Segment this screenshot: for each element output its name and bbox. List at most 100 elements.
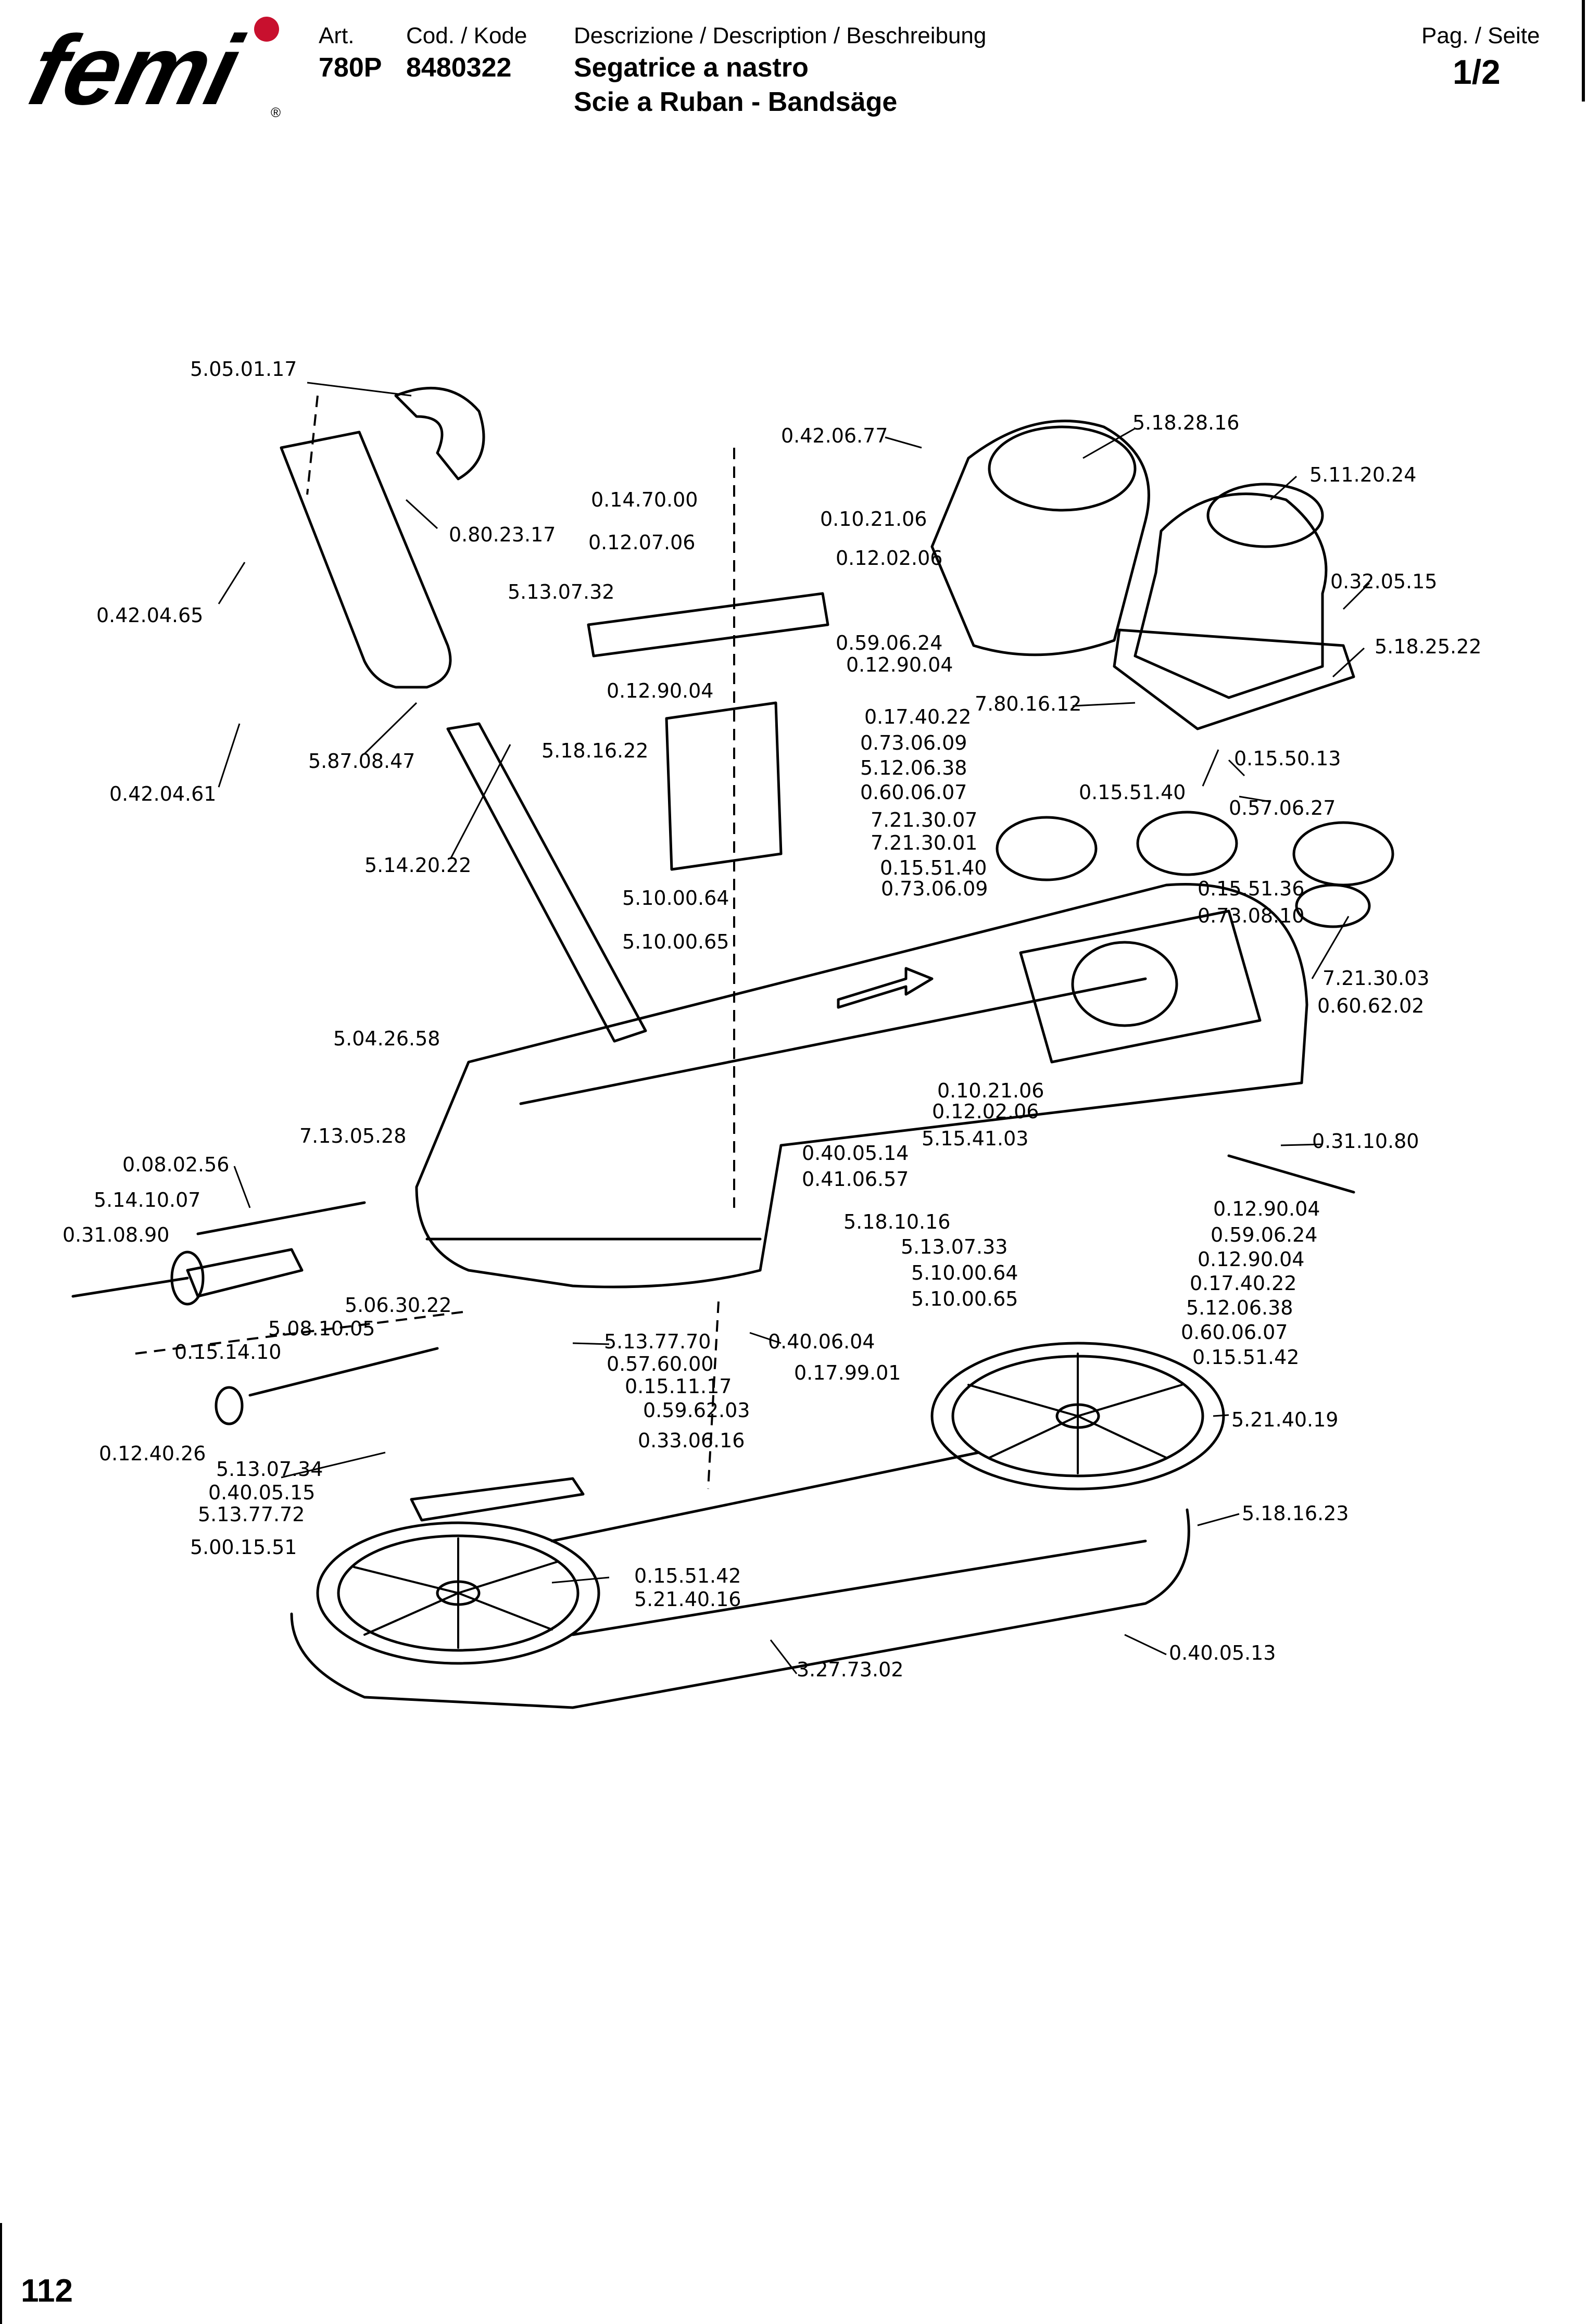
return-spring [248, 1347, 439, 1397]
part-number-label: 0.59.62.03 [643, 1399, 750, 1422]
part-number-label: 0.33.06.16 [638, 1429, 745, 1452]
part-number-label: 3.27.73.02 [797, 1658, 903, 1681]
part-number-label: 5.05.01.17 [190, 358, 297, 381]
column-tube [446, 722, 647, 1043]
part-number-label: 0.42.04.61 [109, 782, 216, 805]
part-number-label: 0.12.02.06 [932, 1100, 1039, 1123]
part-number-label: 5.21.40.16 [634, 1588, 741, 1611]
part-number-label: 5.13.07.33 [901, 1235, 1007, 1258]
part-number-label: 5.12.06.38 [1186, 1296, 1293, 1319]
part-number-label: 5.11.20.24 [1309, 463, 1416, 486]
part-number-label: 5.06.30.22 [345, 1294, 451, 1317]
part-number-label: 7.21.30.03 [1322, 967, 1429, 990]
part-number-label: 0.42.04.65 [96, 604, 203, 627]
part-number-label: 0.10.21.06 [937, 1079, 1044, 1102]
title-french-german: Scie a Ruban - Bandsäge [574, 87, 898, 117]
part-number-label: 0.15.51.36 [1198, 877, 1304, 900]
part-number-label: 0.12.40.26 [99, 1442, 206, 1465]
part-number-label: 5.18.16.22 [541, 739, 648, 762]
gear-3 [1292, 821, 1394, 887]
part-number-label: 5.14.10.07 [94, 1189, 200, 1211]
part-number-label: 7.21.30.07 [871, 809, 977, 831]
part-number-label: 0.15.51.42 [1192, 1346, 1299, 1369]
part-number-label: 0.59.06.24 [836, 631, 942, 654]
part-number-label: 5.10.00.65 [622, 930, 729, 953]
logo-text: femi [20, 16, 253, 120]
part-number-label: 0.12.90.04 [1198, 1248, 1304, 1271]
handle-guard [394, 386, 485, 481]
code-label: Cod. / Kode [406, 23, 527, 48]
part-number-label: 5.18.28.16 [1132, 411, 1239, 434]
part-number-label: 5.10.00.65 [911, 1287, 1018, 1310]
part-number-label: 0.15.51.40 [1079, 781, 1186, 804]
header-edge-rule [1582, 0, 1585, 102]
part-number-label: 0.17.40.22 [864, 705, 971, 728]
part-number-label: 0.57.06.27 [1229, 797, 1336, 819]
title-italian: Segatrice a nastro [574, 53, 809, 83]
part-number-label: 0.10.21.06 [820, 508, 927, 531]
gear-1 [996, 816, 1098, 881]
footer-edge-rule [0, 2223, 2, 2324]
part-number-label: 0.73.06.09 [881, 877, 988, 900]
part-number-label: 0.40.05.15 [208, 1481, 315, 1504]
part-number-label: 5.04.26.58 [333, 1027, 440, 1050]
part-number-label: 0.60.06.07 [1181, 1321, 1288, 1344]
part-number-label: 7.80.16.12 [975, 692, 1081, 715]
part-number-label: 0.73.06.09 [860, 731, 967, 754]
description-label: Descrizione / Description / Beschreibung [574, 23, 987, 48]
gear-2 [1136, 811, 1238, 876]
part-number-label: 5.21.40.19 [1231, 1408, 1338, 1431]
page-number: 112 [21, 2273, 73, 2309]
part-number-label: 0.12.90.04 [1213, 1197, 1320, 1220]
part-number-label: 0.73.08.10 [1198, 904, 1304, 927]
part-number-label: 0.15.51.42 [634, 1564, 741, 1587]
page-label: Pag. / Seite [1421, 23, 1540, 48]
part-number-label: 0.17.40.22 [1190, 1272, 1296, 1295]
part-number-label: 0.15.14.10 [174, 1341, 281, 1363]
part-number-label: 0.12.90.04 [846, 653, 953, 676]
part-number-label: 5.13.07.34 [216, 1458, 323, 1481]
part-number-label: 5.10.00.64 [911, 1261, 1018, 1284]
part-number-label: 0.08.02.56 [122, 1153, 229, 1176]
part-number-label: 5.00.15.51 [190, 1536, 297, 1559]
part-number-label: 5.10.00.64 [622, 887, 729, 910]
guide-bracket [587, 592, 829, 658]
part-number-label: 5.18.16.23 [1242, 1502, 1349, 1525]
code-value: 8480322 [406, 53, 512, 83]
motor-base [1113, 628, 1355, 730]
part-number-label: 0.40.05.13 [1169, 1641, 1276, 1664]
part-number-label: 0.59.06.24 [1211, 1223, 1317, 1246]
drive-housing [1019, 910, 1262, 1064]
part-number-label: 7.21.30.01 [871, 831, 977, 854]
part-number-label: 5.18.10.16 [843, 1210, 950, 1233]
part-number-label: 5.14.20.22 [364, 854, 471, 877]
logo-dot [254, 17, 279, 42]
part-number-label: 0.57.60.00 [607, 1353, 713, 1375]
part-number-label: 0.42.06.77 [781, 424, 888, 447]
part-number-label: 0.12.90.04 [607, 679, 713, 702]
band-wheel-left [316, 1521, 600, 1665]
handle-grip [280, 431, 452, 689]
part-number-label: 7.13.05.28 [299, 1125, 406, 1147]
motor-cover [930, 420, 1150, 656]
part-number-label: 5.18.25.22 [1375, 635, 1481, 658]
saw-frame-arm [415, 883, 1308, 1289]
part-number-label: 0.15.11.17 [625, 1375, 732, 1398]
part-number-label: 5.13.07.32 [508, 580, 614, 603]
part-number-label: 5.87.08.47 [308, 750, 415, 773]
lower-blade-guide [410, 1477, 585, 1522]
motor [1133, 492, 1328, 699]
guide-plate [665, 701, 783, 871]
part-number-label: 0.15.50.13 [1234, 747, 1341, 770]
part-number-label: 0.31.10.80 [1312, 1130, 1419, 1153]
part-number-label: 5.08.10.05 [268, 1317, 375, 1340]
long-bolt [1227, 1154, 1355, 1194]
part-number-label: 5.13.77.70 [604, 1330, 711, 1353]
saw-blade [550, 1451, 1147, 1636]
part-number-label: 5.13.77.72 [198, 1503, 305, 1526]
tension-spring [196, 1201, 366, 1235]
registered-mark: ® [271, 105, 281, 120]
part-number-label: 0.40.06.04 [768, 1330, 875, 1353]
page-value: 1/2 [1453, 53, 1501, 91]
